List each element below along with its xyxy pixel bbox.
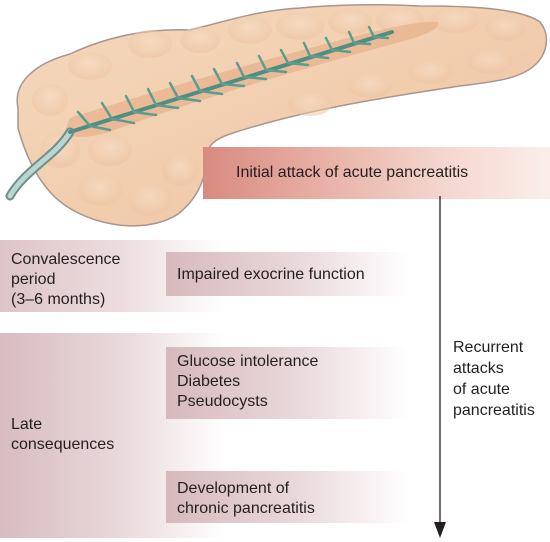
late-consequences-line2: consequences <box>11 436 115 453</box>
pancreas-illustration <box>5 3 548 227</box>
convalescence-label-line2: period <box>11 271 56 288</box>
pancreas-lobules <box>32 7 525 216</box>
recurrent-label-line2: attacks <box>453 360 504 377</box>
impaired-exocrine-box <box>166 252 409 296</box>
recurrent-label-line3: of acute <box>453 381 510 398</box>
recurrent-arrow <box>434 196 446 538</box>
development-label-line2: chronic pancreatitis <box>177 500 315 517</box>
initial-attack-bar <box>203 147 550 199</box>
impaired-exocrine-label: Impaired exocrine function <box>177 266 365 283</box>
late-consequences-line1: Late <box>11 416 43 433</box>
pseudocysts-label: Pseudocysts <box>177 393 268 410</box>
recurrent-label-line4: pancreatitis <box>453 402 535 419</box>
glucose-intolerance-label: Glucose intolerance <box>177 353 319 370</box>
pancreas-body <box>16 3 548 227</box>
chronic-pancreatitis-box <box>166 471 409 523</box>
initial-attack-label: Initial attack of acute pancreatitis <box>236 164 469 181</box>
diabetes-label: Diabetes <box>177 373 241 390</box>
pancreatic-duct <box>68 30 394 134</box>
glucose-intolerance-box <box>166 347 409 419</box>
convalescence-label-line1: Convalescence <box>11 251 121 268</box>
development-label-line1: Development of <box>177 480 290 497</box>
convalescence-label-line3: (3–6 months) <box>11 291 106 308</box>
recurrent-label-line1: Recurrent <box>453 339 524 356</box>
duct-branches <box>76 25 390 132</box>
